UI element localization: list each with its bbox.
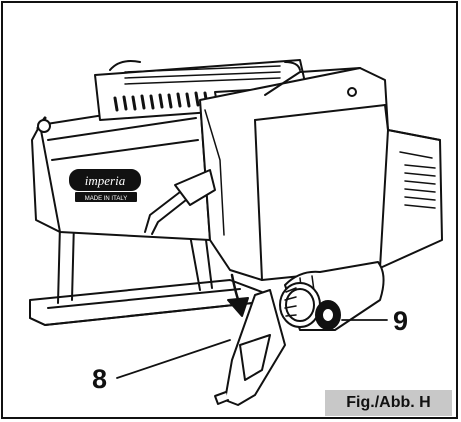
motor-housing [199, 67, 443, 281]
callout-leaders [116, 319, 388, 379]
machine-base [29, 279, 263, 326]
brand-text: imperia [85, 173, 126, 188]
figure-label: Fig./Abb. H [325, 390, 452, 416]
brand-subtext: MADE IN ITALY [85, 196, 127, 202]
rotation-arrow [227, 273, 249, 317]
callout-number-8: 8 [92, 364, 108, 394]
leader-line-8 [116, 339, 231, 379]
clamp-assembly [279, 261, 385, 331]
machine-legs [57, 221, 213, 304]
cord-clip [144, 169, 216, 235]
brand-plate: imperia MADE IN ITALY [69, 169, 141, 202]
crank-handle [214, 289, 286, 406]
callout-number-9: 9 [393, 306, 409, 336]
